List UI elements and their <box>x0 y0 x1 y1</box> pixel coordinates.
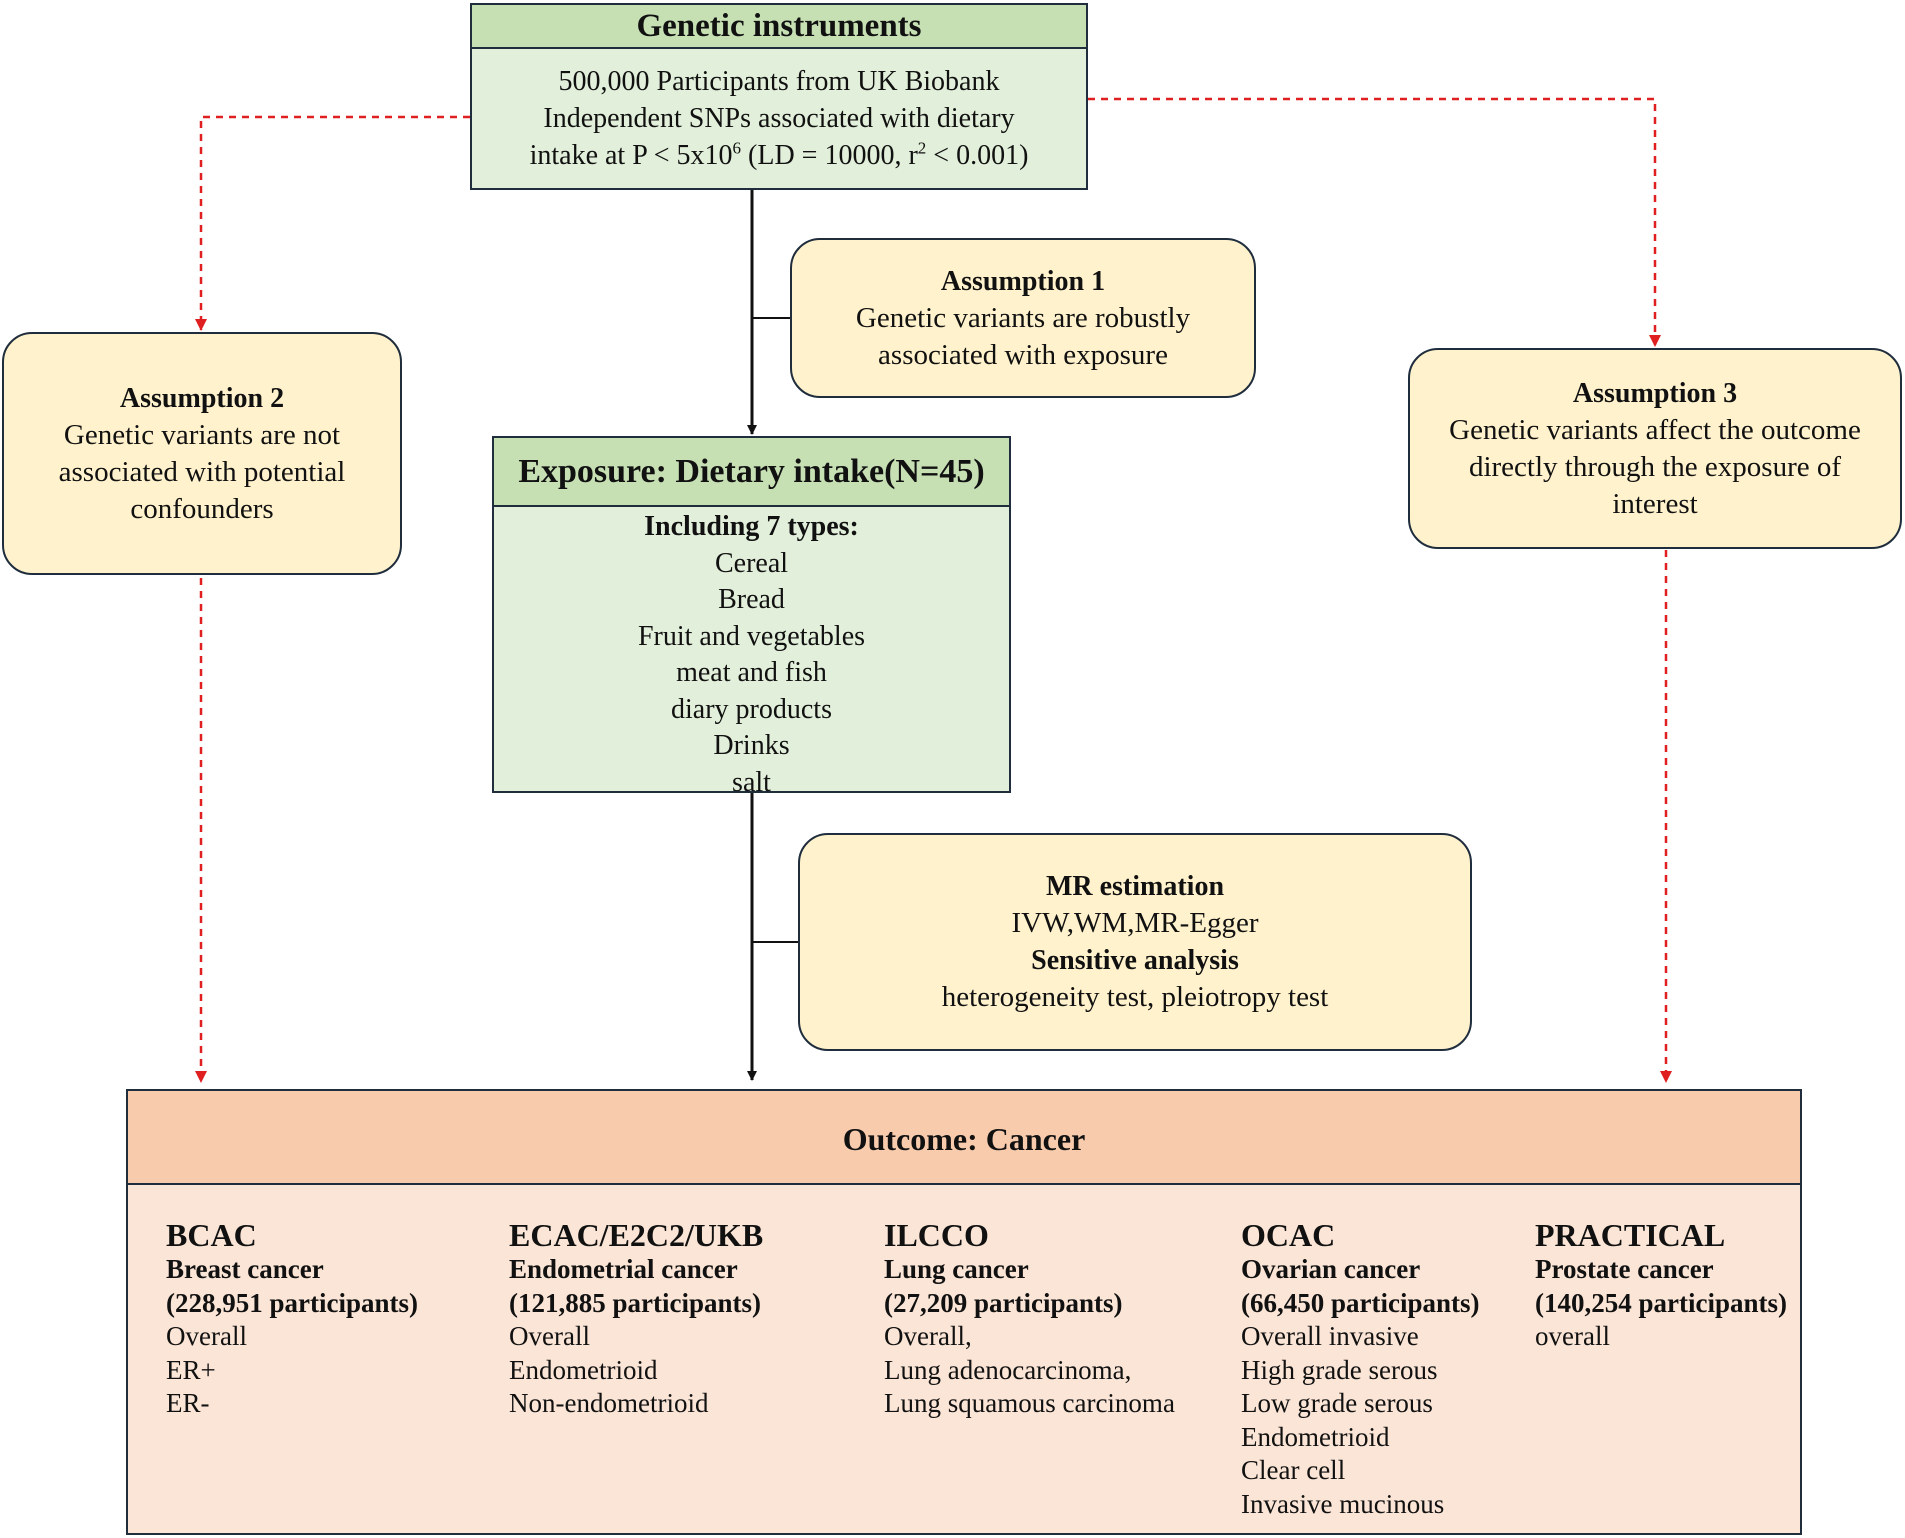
assumption-2-line: associated with potential <box>58 455 346 488</box>
cancer-type: Endometrial cancer <box>509 1254 738 1284</box>
participants-count: (27,209 participants) <box>884 1287 1123 1318</box>
dashed-arrow-to-assumption3 <box>1088 97 1661 347</box>
consortium-column: PRACTICAL Prostate cancer (140,254 parti… <box>1535 1215 1787 1354</box>
assumption-3-line: directly through the exposure of <box>1468 450 1842 483</box>
consortium-column: OCAC Ovarian cancer (66,450 participants… <box>1241 1215 1480 1521</box>
cancer-subtype: ER+ <box>166 1354 216 1385</box>
exposure-subtitle: Including 7 types: <box>644 511 859 542</box>
genetic-instruments-title: Genetic instruments <box>472 5 1086 49</box>
exposure-box: Exposure: Dietary intake(N=45) Including… <box>492 436 1011 798</box>
participants-count: (228,951 participants) <box>166 1287 418 1318</box>
participants-count: (66,450 participants) <box>1241 1287 1480 1318</box>
consortium-column: BCAC Breast cancer (228,951 participants… <box>166 1215 418 1421</box>
genetic-instruments-body: 500,000 Participants from UK Biobank Ind… <box>472 49 1086 174</box>
assumption-2-title: Assumption 2 <box>119 382 285 414</box>
exposure-item: Cereal <box>714 547 789 579</box>
instruments-line-1: 500,000 Participants from UK Biobank <box>558 66 1000 97</box>
exposure-title: Exposure: Dietary intake(N=45) <box>494 438 1009 507</box>
cancer-subtype: Clear cell <box>1241 1455 1346 1485</box>
exposure-item: diary products <box>671 693 832 725</box>
participants-count: (140,254 participants) <box>1535 1287 1787 1318</box>
genetic-instruments-box: Genetic instruments 500,000 Participants… <box>470 3 1088 190</box>
assumption-1-line: associated with exposure <box>878 338 1168 371</box>
cancer-subtype: overall <box>1535 1321 1610 1351</box>
consortium-name: BCAC <box>166 1217 257 1253</box>
dashed-arrow-to-assumption2 <box>195 115 470 331</box>
instruments-line-3: intake at P < 5x106 (LD = 10000, r2 < 0.… <box>529 138 1029 171</box>
sensitive-analysis-methods: heterogeneity test, pleiotropy test <box>941 981 1329 1013</box>
assumption-2-box: Assumption 2 Genetic variants are not as… <box>2 332 402 575</box>
assumption-1-box: Assumption 1 Genetic variants are robust… <box>790 238 1256 398</box>
cancer-type: Prostate cancer <box>1535 1254 1714 1284</box>
outcome-box: Outcome: Cancer BCAC Breast cancer (228,… <box>126 1089 1802 1535</box>
exposure-item: Bread <box>718 584 785 615</box>
consortium-name: ILCCO <box>884 1217 989 1253</box>
cancer-type: Lung cancer <box>884 1254 1029 1284</box>
consortium-name: OCAC <box>1241 1217 1336 1253</box>
cancer-subtype: Overall, <box>884 1321 972 1351</box>
cancer-subtype: Endometrioid <box>1241 1421 1390 1452</box>
exposure-item: Fruit and vegetables <box>637 620 866 652</box>
mr-estimation-box: MR estimation IVW,WM,MR-Egger Sensitive … <box>798 833 1472 1051</box>
cancer-subtype: Non-endometrioid <box>509 1388 709 1418</box>
cancer-subtype: Low grade serous <box>1241 1388 1433 1418</box>
sensitive-analysis-title: Sensitive analysis <box>1031 945 1239 976</box>
outcome-title: Outcome: Cancer <box>128 1091 1800 1185</box>
cancer-subtype: ER- <box>166 1388 210 1418</box>
consortium-name: PRACTICAL <box>1535 1217 1726 1253</box>
cancer-subtype: High grade serous <box>1241 1354 1438 1385</box>
instruments-line-2: Independent SNPs associated with dietary <box>543 103 1015 134</box>
assumption-3-title: Assumption 3 <box>1572 377 1738 409</box>
exposure-item: meat and fish <box>676 657 827 688</box>
cancer-subtype: Endometrioid <box>509 1354 658 1385</box>
cancer-type: Breast cancer <box>166 1254 324 1284</box>
assumption-1-line: Genetic variants are robustly <box>855 301 1191 334</box>
exposure-item: Drinks <box>713 730 790 761</box>
assumption-2-line: Genetic variants are not <box>63 418 341 451</box>
consortium-column: ILCCO Lung cancer (27,209 participants) … <box>884 1215 1175 1421</box>
cancer-type: Ovarian cancer <box>1241 1254 1421 1284</box>
cancer-subtype: Overall invasive <box>1241 1321 1419 1351</box>
cancer-subtype: Invasive mucinous <box>1241 1488 1445 1519</box>
cancer-subtype: Lung adenocarcinoma, <box>884 1354 1132 1385</box>
cancer-subtype: Lung squamous carcinoma <box>884 1388 1175 1418</box>
cancer-subtype: Overall <box>166 1321 247 1351</box>
mr-estimation-title: MR estimation <box>1045 871 1225 902</box>
assumption-3-box: Assumption 3 Genetic variants affect the… <box>1408 348 1902 549</box>
assumption-1-title: Assumption 1 <box>940 265 1106 297</box>
consortium-name: ECAC/E2C2/UKB <box>509 1217 764 1253</box>
assumption-2-line: confounders <box>130 492 274 525</box>
participants-count: (121,885 participants) <box>509 1287 761 1318</box>
mr-methods: IVW,WM,MR-Egger <box>1011 907 1259 939</box>
cancer-subtype: Overall <box>509 1321 590 1351</box>
exposure-item: salt <box>732 766 771 798</box>
consortium-column: ECAC/E2C2/UKB Endometrial cancer (121,88… <box>509 1215 763 1421</box>
assumption-3-line: interest <box>1612 487 1698 520</box>
exposure-body: Including 7 types: Cereal Bread Fruit an… <box>494 507 1009 801</box>
assumption-3-line: Genetic variants affect the outcome <box>1449 413 1861 446</box>
